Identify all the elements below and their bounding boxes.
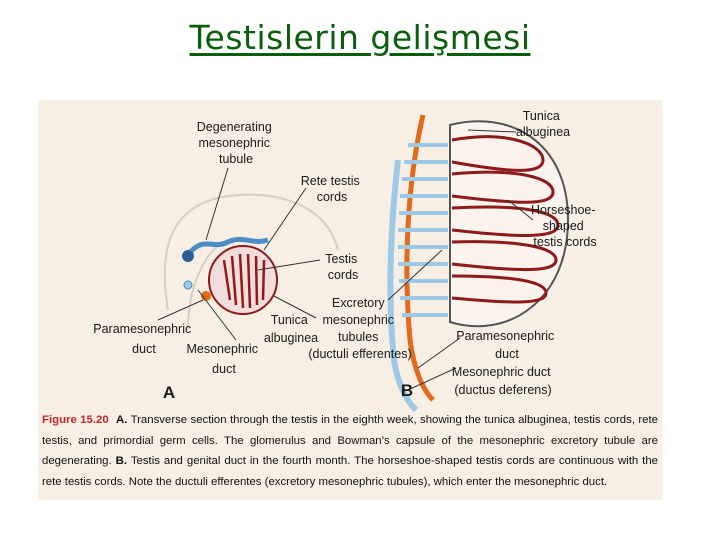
panel-a-label: A (163, 383, 175, 402)
mesonephric-duct-a (184, 281, 192, 289)
caption-a-label: A. (116, 414, 127, 426)
page-title: Testislerin gelişmesi (0, 18, 720, 57)
label-excretory-tubules: Excretory mesonephric tubules (ductuli e… (308, 296, 411, 361)
label-paramesonephric-b: Paramesonephric duct (456, 329, 557, 361)
caption-b-text: Testis and genital duct in the fourth mo… (42, 455, 658, 488)
caption-b-label: B. (116, 455, 127, 467)
label-degenerating-tubule: Degenerating mesonephric tubule (197, 120, 276, 166)
label-rete-testis: Rete testis cords (301, 174, 364, 204)
degenerating-glomerulus (182, 250, 194, 262)
label-mesonephric-a: Mesonephric duct (186, 342, 261, 376)
panel-b-label: B (401, 381, 413, 400)
label-testis-cords: Testis cords (325, 252, 360, 282)
label-tunica-b: Tunica albuginea (516, 109, 570, 139)
embryology-figure: Degenerating mesonephric tubule Rete tes… (38, 100, 662, 500)
figure-number: Figure 15.20 (42, 414, 109, 426)
label-mesonephric-b: Mesonephric duct (ductus deferens) (452, 365, 554, 397)
label-tunica-a: Tunica albuginea (264, 313, 318, 345)
label-paramesonephric-a: Paramesonephric duct (93, 322, 194, 356)
figure-caption: Figure 15.20 A. Transverse section throu… (42, 410, 658, 492)
